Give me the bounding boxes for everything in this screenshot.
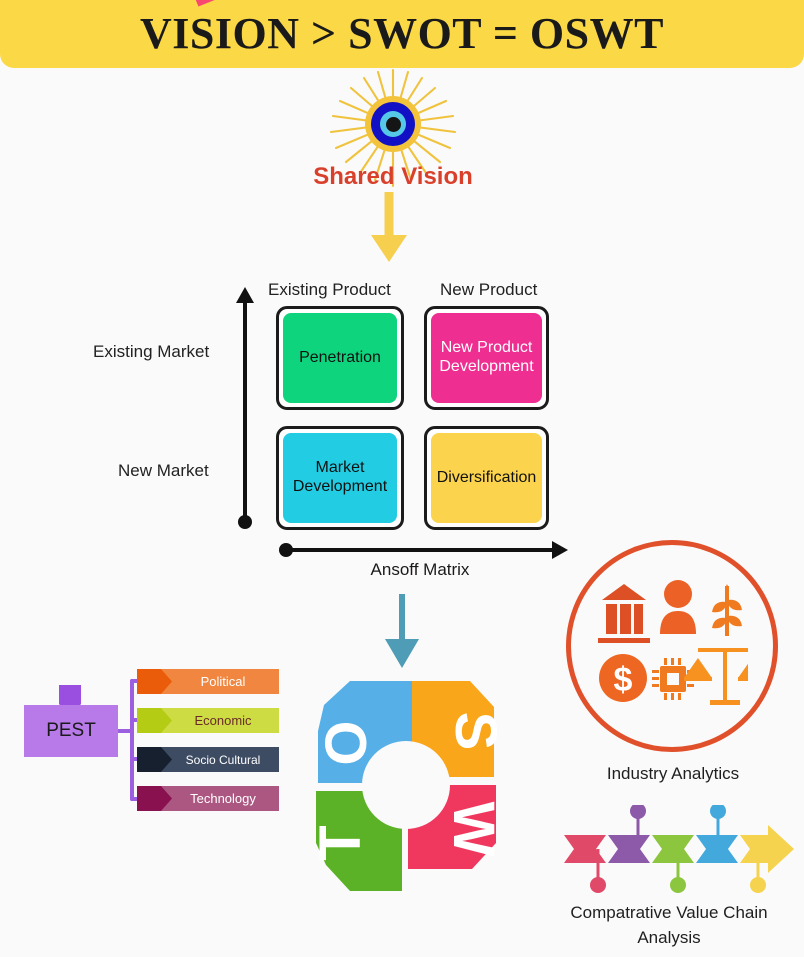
ansoff-quadrant-market-development[interactable]: Market Development [276, 426, 404, 530]
swot-segment-weaknesses[interactable]: W [408, 785, 506, 869]
ansoff-quadrant-label-line1: Market [315, 459, 365, 477]
pest-item-label: Technology [190, 791, 256, 806]
bank-icon [598, 584, 650, 643]
value-chain-label-line2: Analysis [637, 927, 701, 947]
ansoff-quadrant-label: Diversification [436, 468, 537, 486]
swot-segment-letter: T [308, 825, 373, 860]
pest-item-technology[interactable]: Technology [137, 786, 279, 811]
swot-segment-letter: S [443, 712, 508, 751]
value-chain-diagram [564, 805, 794, 893]
pest-item-economic[interactable]: Economic [137, 708, 279, 733]
ansoff-quadrant-diversification[interactable]: Diversification [424, 426, 549, 530]
shared-vision-label: Shared Vision [313, 163, 473, 190]
swot-segment-letter: W [441, 802, 506, 857]
ansoff-caption: Ansoff Matrix [370, 560, 470, 579]
value-chain-label: Compatrative Value Chain Analysis [538, 901, 800, 950]
person-icon [660, 580, 696, 634]
title-banner: VISION > SWOT = OSWT [0, 0, 804, 68]
ansoff-row-header-existing-market: Existing Market [93, 342, 210, 361]
ansoff-x-axis-arrow [279, 541, 568, 559]
svg-text:$: $ [614, 661, 633, 699]
value-chain-label-line1: Compatrative Value Chain [570, 903, 768, 922]
ansoff-quadrant-label-line1: New Product [440, 339, 533, 357]
value-chain-segment[interactable] [608, 835, 650, 863]
value-chain-marker-dot [630, 805, 646, 819]
pest-item-label: Economic [194, 713, 252, 728]
pest-item-label: Socio Cultural [185, 752, 261, 767]
ansoff-quadrant-new-product-development[interactable]: New Product Development [424, 306, 549, 410]
value-chain-marker-dot [750, 877, 766, 893]
strikethrough-mark [193, 0, 329, 7]
dollar-coin-icon: $ [599, 654, 647, 702]
value-chain-segment[interactable] [652, 835, 694, 863]
chevron-cap-icon [137, 708, 172, 733]
ansoff-column-header-existing-product: Existing Product [268, 280, 391, 299]
eye-pupil [385, 116, 401, 132]
ansoff-quadrant-label-line2: Development [292, 478, 388, 495]
value-chain-block: Compatrative Value Chain Analysis [538, 805, 800, 950]
ansoff-to-swot-arrow-icon [385, 594, 419, 668]
ansoff-matrix: Existing Product New Product Existing Ma… [80, 275, 580, 595]
eye-outer-ring [371, 102, 415, 146]
value-chain-marker-dot [590, 877, 606, 893]
pest-center-label: PEST [46, 720, 96, 741]
page-title: VISION > SWOT = OSWT [140, 9, 664, 58]
evil-eye-icon [365, 96, 421, 152]
pest-item-political[interactable]: Political [137, 669, 279, 694]
pest-center-box[interactable]: PEST [24, 705, 118, 757]
ansoff-quadrant-label: Penetration [299, 348, 381, 366]
industry-analytics-label: Industry Analytics [606, 764, 740, 783]
pest-item-socio-cultural[interactable]: Socio Cultural [137, 747, 279, 772]
industry-analytics-circle [566, 540, 778, 752]
value-chain-marker-dot [670, 877, 686, 893]
ansoff-y-axis-arrow [236, 287, 254, 529]
value-chain-segment[interactable] [564, 835, 606, 863]
value-chain-segment[interactable] [696, 835, 738, 863]
shared-vision-emblem [308, 68, 478, 198]
chevron-cap-icon [137, 747, 172, 772]
pest-item-label: Political [200, 674, 246, 689]
swot-segment-letter: O [314, 720, 379, 765]
plant-icon [712, 584, 742, 636]
vision-down-arrow-icon [371, 192, 407, 262]
eye-iris [380, 111, 406, 137]
swot-center-hub [362, 741, 450, 829]
chevron-cap-icon [137, 786, 172, 811]
pest-analysis-diagram: PEST Political Economic Socio Cultural T [12, 655, 292, 820]
ansoff-column-header-new-product: New Product [440, 280, 538, 299]
value-chain-segment-arrow[interactable] [740, 825, 794, 873]
scales-of-justice-icon [684, 648, 748, 705]
ansoff-quadrant-label-line2: Development [439, 358, 534, 375]
industry-analytics-block: $ [560, 540, 802, 805]
swot-pinwheel: O S W T [308, 681, 508, 891]
industry-analytics-icon-group: $ [598, 580, 748, 705]
value-chain-marker-dot [710, 805, 726, 819]
ansoff-row-header-new-market: New Market [118, 461, 209, 480]
chevron-cap-icon [137, 669, 172, 694]
ansoff-quadrant-penetration[interactable]: Penetration [276, 306, 404, 410]
